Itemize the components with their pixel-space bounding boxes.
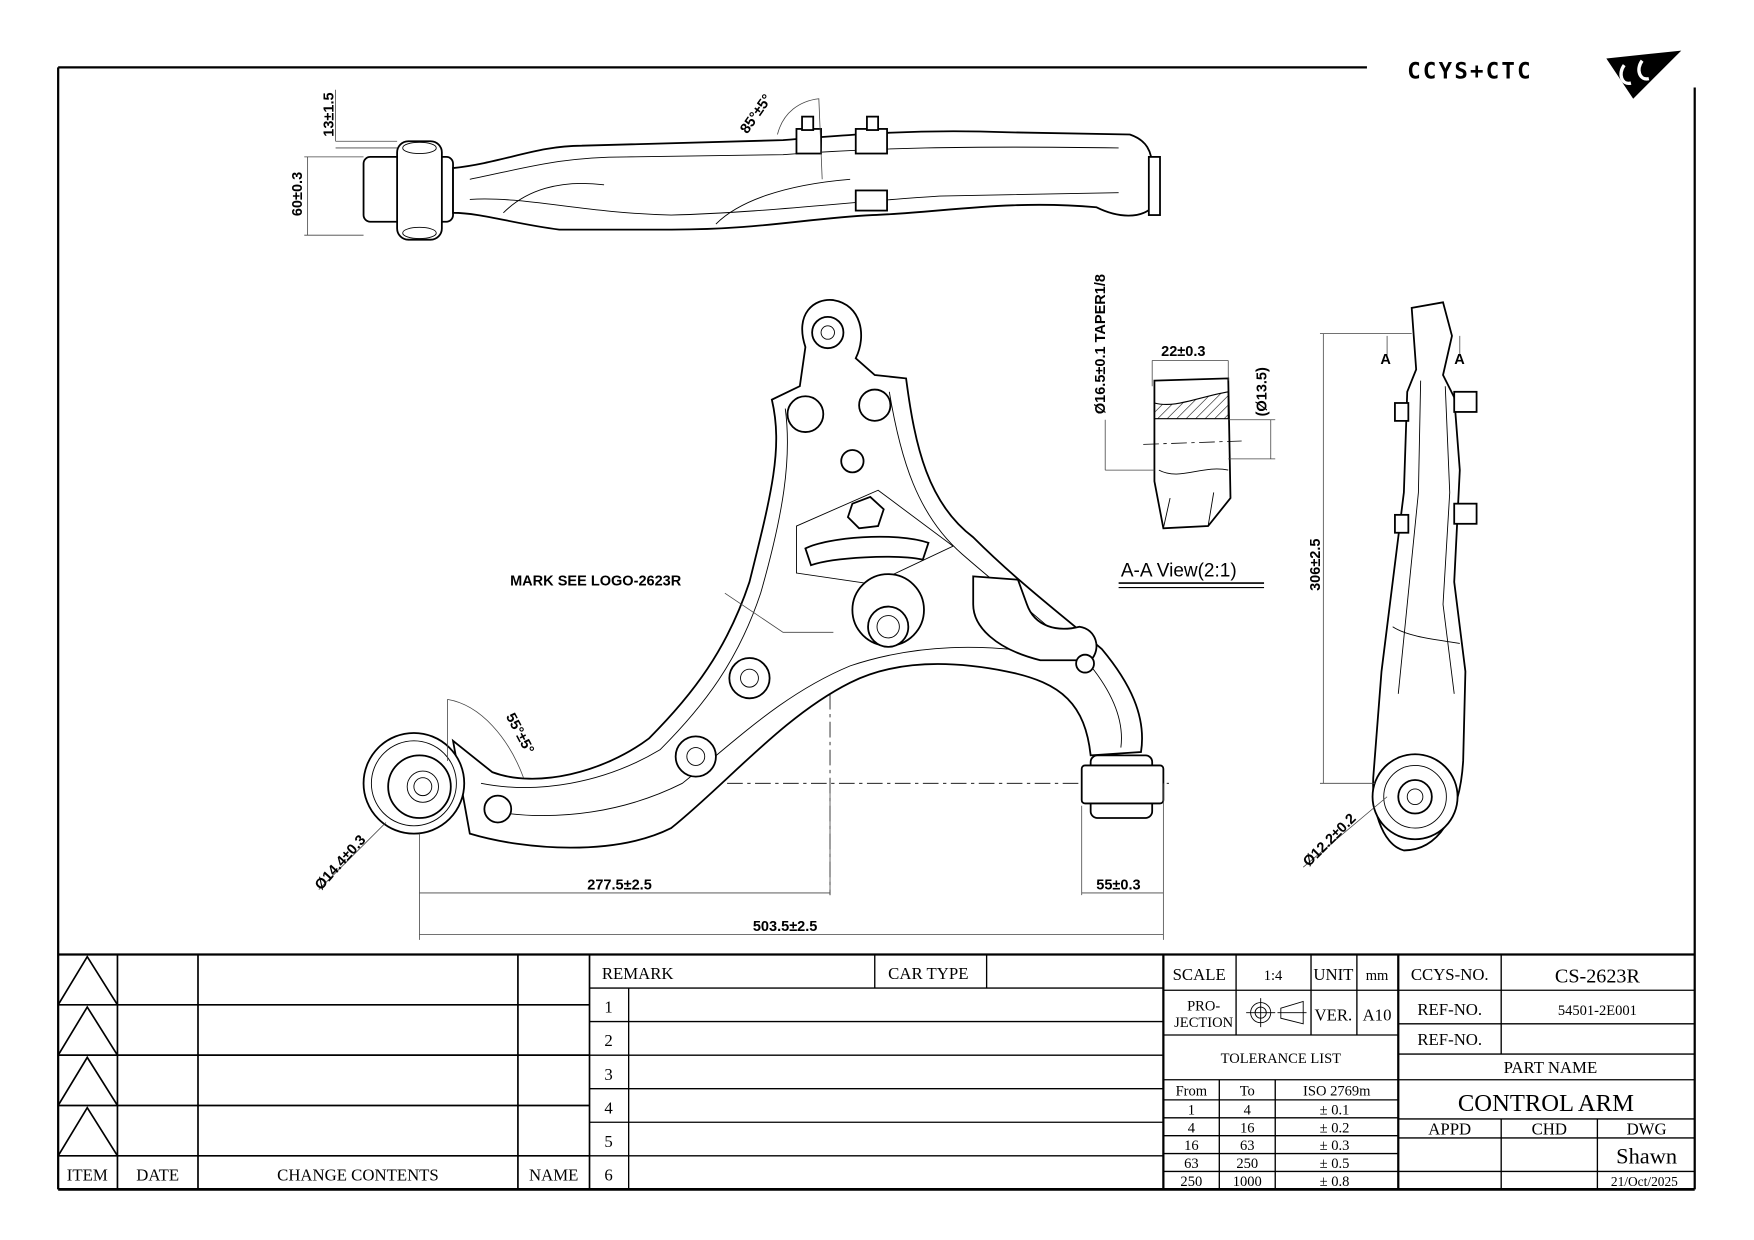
drawing-date: 21/Oct/2025 — [1611, 1174, 1678, 1189]
ref-no-value: 54501-2E001 — [1558, 1003, 1637, 1019]
tolerance-row: 16 63 ± 0.3 — [1184, 1138, 1349, 1154]
section-mark-right: A — [1454, 352, 1465, 368]
svg-text:± 0.3: ± 0.3 — [1320, 1138, 1350, 1154]
chd-label: CHD — [1532, 1120, 1567, 1139]
dim-overall-length: 503.5±2.5 — [753, 919, 818, 935]
tolerance-header-from: From — [1176, 1083, 1208, 1099]
note-mark-logo: MARK SEE LOGO-2623R — [510, 573, 682, 589]
svg-text:1000: 1000 — [1233, 1174, 1262, 1190]
svg-text:± 0.8: ± 0.8 — [1320, 1174, 1350, 1190]
section-view-aa: Ø16.5±0.1 TAPER1/8 22±0.3 (Ø13.5) A-A Vi… — [1093, 274, 1276, 589]
ccys-no-value: CS-2623R — [1555, 965, 1641, 987]
remark-row-number: 4 — [604, 1098, 613, 1117]
svg-text:4: 4 — [1188, 1120, 1196, 1136]
version-label: VER. — [1315, 1005, 1353, 1024]
revision-header-date: DATE — [136, 1165, 179, 1184]
tolerance-row: 250 1000 ± 0.8 — [1180, 1174, 1349, 1190]
dim-taper: Ø16.5±0.1 TAPER1/8 — [1093, 274, 1109, 414]
svg-text:± 0.1: ± 0.1 — [1320, 1102, 1350, 1118]
front-bushing — [362, 732, 466, 835]
dim-bushing-angle: 55°±5° — [502, 711, 537, 757]
ref-no-label: REF-NO. — [1417, 1000, 1482, 1019]
dim-front-bushing-dia: Ø14.4±0.3 — [312, 832, 369, 893]
dwg-label: DWG — [1627, 1120, 1667, 1139]
logo-emblem — [1606, 50, 1682, 99]
top-view: 13±1.5 60±0.3 85°±5° — [290, 89, 1161, 241]
side-view: A A 306±2.5 Ø12.2±0.2 — [1300, 301, 1478, 870]
scale-label: SCALE — [1173, 965, 1226, 984]
svg-text:16: 16 — [1184, 1138, 1199, 1154]
dim-stud-ref-dia: (Ø13.5) — [1254, 367, 1270, 416]
tolerance-list-title: TOLERANCE LIST — [1221, 1051, 1342, 1067]
dim-top-angle: 85°±5° — [737, 92, 775, 137]
tolerance-header-to: To — [1240, 1083, 1255, 1099]
remark-row-number: 5 — [604, 1132, 612, 1151]
dim-rear-bushing-width: 55±0.3 — [1096, 878, 1140, 894]
remark-row-number: 1 — [604, 998, 612, 1017]
remark-row-number: 6 — [604, 1165, 612, 1184]
ball-joint-nut-icon — [795, 115, 888, 212]
ccys-no-label: CCYS-NO. — [1411, 965, 1489, 984]
svg-text:± 0.5: ± 0.5 — [1320, 1156, 1350, 1172]
unit-value: mm — [1366, 968, 1389, 984]
version-value: A10 — [1363, 1005, 1392, 1024]
section-view-label: A-A View(2:1) — [1121, 560, 1237, 581]
svg-text:± 0.2: ± 0.2 — [1320, 1120, 1350, 1136]
tolerance-row: 4 16 ± 0.2 — [1188, 1120, 1350, 1136]
rear-bushing — [1080, 754, 1165, 819]
company-logo: CCYS+CTC — [1407, 50, 1682, 99]
svg-text:250: 250 — [1236, 1156, 1258, 1172]
car-type-label: CAR TYPE — [888, 964, 968, 983]
revision-table: ITEM DATE CHANGE CONTENTS NAME — [57, 954, 591, 1190]
title-block: SCALE 1:4 UNIT mm PRO- JECTION VER. A10 … — [1162, 954, 1695, 1190]
dim-ball-joint-x: 277.5±2.5 — [587, 878, 652, 894]
tolerance-row: 1 4 ± 0.1 — [1188, 1102, 1350, 1118]
remark-row-number: 2 — [604, 1031, 612, 1050]
projection-label-2: JECTION — [1174, 1015, 1233, 1031]
revision-header-change-contents: CHANGE CONTENTS — [277, 1165, 439, 1184]
revision-triangle-icon — [57, 955, 119, 1157]
section-mark-left: A — [1380, 352, 1391, 368]
svg-text:63: 63 — [1184, 1156, 1199, 1172]
unit-label: UNIT — [1313, 965, 1353, 984]
ref-no-2-label: REF-NO. — [1417, 1030, 1482, 1049]
svg-text:4: 4 — [1244, 1102, 1252, 1118]
appd-label: APPD — [1428, 1120, 1471, 1139]
svg-text:16: 16 — [1240, 1120, 1255, 1136]
svg-text:63: 63 — [1240, 1138, 1255, 1154]
svg-text:1: 1 — [1188, 1102, 1195, 1118]
dim-bushing-height: 60±0.3 — [290, 172, 306, 216]
dim-stud-length: 22±0.3 — [1161, 344, 1205, 360]
dim-rear-bushing-dia: Ø12.2±0.2 — [1300, 811, 1359, 870]
svg-text:CCYS+CTC: CCYS+CTC — [1407, 59, 1533, 85]
remark-label: REMARK — [602, 964, 674, 983]
revision-header-item: ITEM — [67, 1165, 108, 1184]
sheet-frame — [57, 66, 1696, 1191]
part-name-label: PART NAME — [1504, 1058, 1598, 1077]
dim-bushing-offset: 13±1.5 — [321, 92, 337, 136]
projection-label: PRO- — [1187, 998, 1220, 1014]
tolerance-row: 63 250 ± 0.5 — [1184, 1156, 1349, 1172]
main-view: MARK SEE LOGO-2623R 55°±5° Ø14.4±0.3 277… — [312, 299, 1169, 940]
svg-text:250: 250 — [1180, 1174, 1202, 1190]
scale-value: 1:4 — [1264, 968, 1283, 984]
remark-table: REMARK CAR TYPE 1 2 3 4 5 6 — [589, 954, 1164, 1190]
tolerance-header-iso: ISO 2769m — [1303, 1083, 1371, 1099]
drawn-by: Shawn — [1616, 1144, 1677, 1169]
part-name-value: CONTROL ARM — [1458, 1090, 1634, 1117]
third-angle-projection-icon — [1246, 998, 1307, 1028]
dim-overall-width: 306±2.5 — [1308, 538, 1324, 590]
revision-header-name: NAME — [529, 1165, 578, 1184]
remark-row-number: 3 — [604, 1065, 612, 1084]
